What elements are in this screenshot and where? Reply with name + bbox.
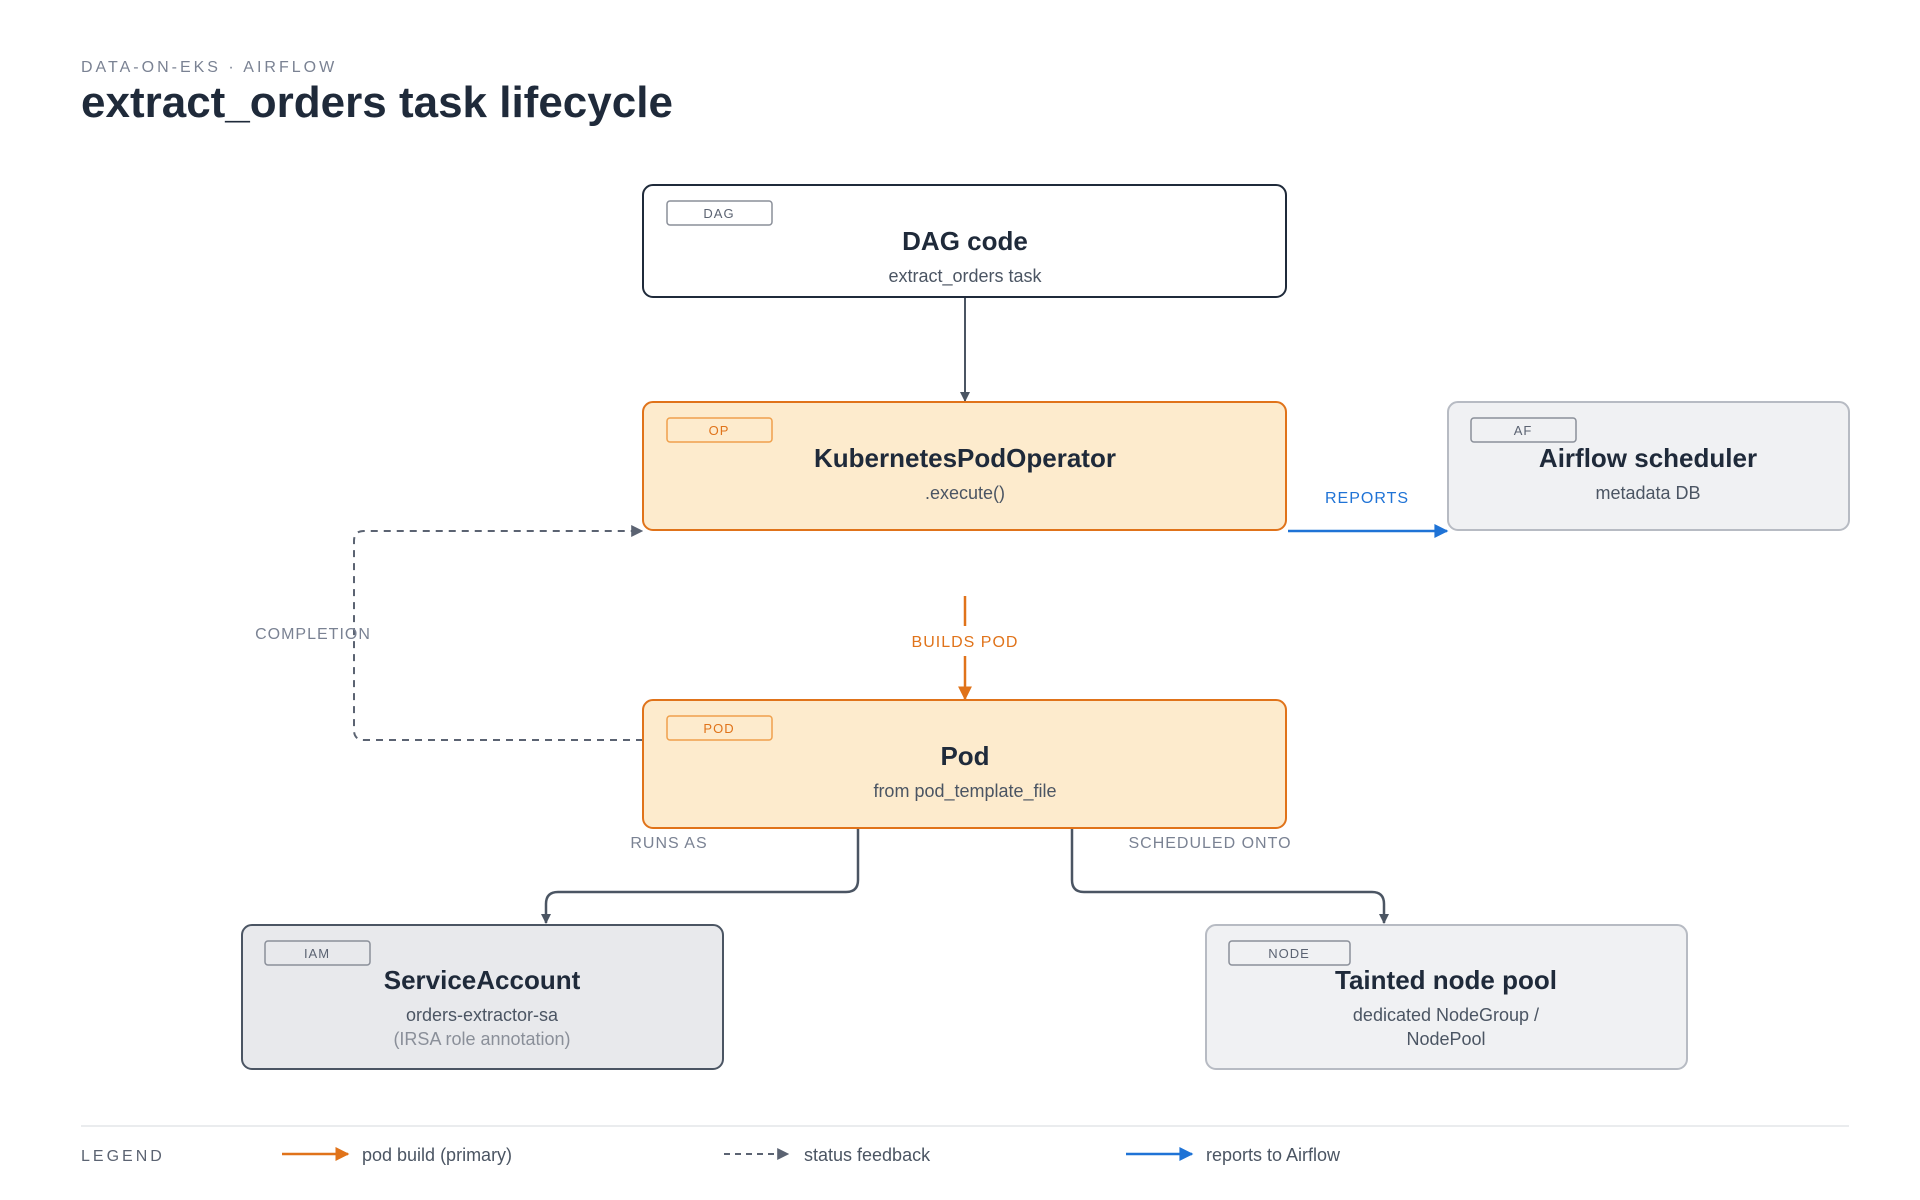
tag-op-label: OP (709, 423, 730, 438)
tag-node-label: NODE (1268, 946, 1310, 961)
diagram-kicker: DATA-ON-EKS · AIRFLOW (81, 59, 337, 76)
tag-iam (264, 940, 371, 966)
legend-item-reports-to-airflow: reports to Airflow (1126, 1145, 1341, 1165)
tag-iam-label: IAM (304, 946, 330, 961)
tag-pod-label: POD (703, 721, 734, 736)
node-dag-sub: extract_orders task (888, 266, 1042, 287)
node-dag-code[interactable]: DAG DAG code extract_orders task (642, 184, 1287, 298)
node-sa-sub: orders-extractor-sa (406, 1005, 559, 1025)
legend-label-pod-build: pod build (primary) (362, 1145, 512, 1165)
tag-pod (666, 715, 773, 741)
node-airflow-scheduler[interactable]: AF Airflow scheduler metadata DB (1447, 401, 1850, 531)
node-sa-note: (IRSA role annotation) (393, 1029, 570, 1049)
node-pod-sub: from pod_template_file (873, 781, 1056, 802)
legend-heading: LEGEND (81, 1148, 165, 1165)
edge-label-builds-pod: BUILDS POD (912, 634, 1019, 651)
node-pod-title: Pod (940, 741, 989, 771)
tag-dag (666, 200, 773, 226)
node-service-account[interactable]: IAM ServiceAccount orders-extractor-sa (… (241, 924, 724, 1070)
legend-item-status-feedback: status feedback (724, 1145, 931, 1165)
node-scheduler-title: Airflow scheduler (1539, 443, 1757, 473)
diagram-title: extract_orders task lifecycle (81, 78, 673, 127)
node-tainted-node-pool[interactable]: NODE Tainted node pool dedicated NodeGro… (1205, 924, 1688, 1070)
node-operator-title: KubernetesPodOperator (814, 443, 1116, 473)
node-sa-title: ServiceAccount (384, 965, 581, 995)
node-pool-title: Tainted node pool (1335, 965, 1557, 995)
edge-runs-as (541, 829, 860, 924)
edge-scheduled-onto (1070, 829, 1389, 924)
node-pod[interactable]: POD Pod from pod_template_file (642, 699, 1287, 829)
node-pool-sub-line2: NodePool (1406, 1029, 1485, 1049)
tag-af-label: AF (1514, 423, 1533, 438)
node-pool-sub-line1: dedicated NodeGroup / (1353, 1005, 1539, 1025)
legend-item-pod-build: pod build (primary) (282, 1145, 512, 1165)
tag-node (1228, 940, 1351, 966)
node-operator-sub: .execute() (925, 483, 1005, 503)
tag-dag-label: DAG (703, 206, 734, 221)
node-dag-title: DAG code (902, 226, 1028, 256)
edge-completion (353, 525, 644, 741)
tag-af (1470, 417, 1577, 443)
edge-label-reports: REPORTS (1325, 490, 1409, 507)
tag-op (666, 417, 773, 443)
edge-label-scheduled-onto: SCHEDULED ONTO (1128, 835, 1291, 852)
edge-label-runs-as: RUNS AS (630, 835, 707, 852)
legend-label-status-feedback: status feedback (804, 1145, 931, 1165)
legend-label-reports-to-airflow: reports to Airflow (1206, 1145, 1341, 1165)
edge-label-completion: COMPLETION (255, 626, 371, 643)
node-kubernetes-pod-operator[interactable]: OP KubernetesPodOperator .execute() (642, 401, 1287, 531)
node-scheduler-sub: metadata DB (1595, 483, 1700, 503)
